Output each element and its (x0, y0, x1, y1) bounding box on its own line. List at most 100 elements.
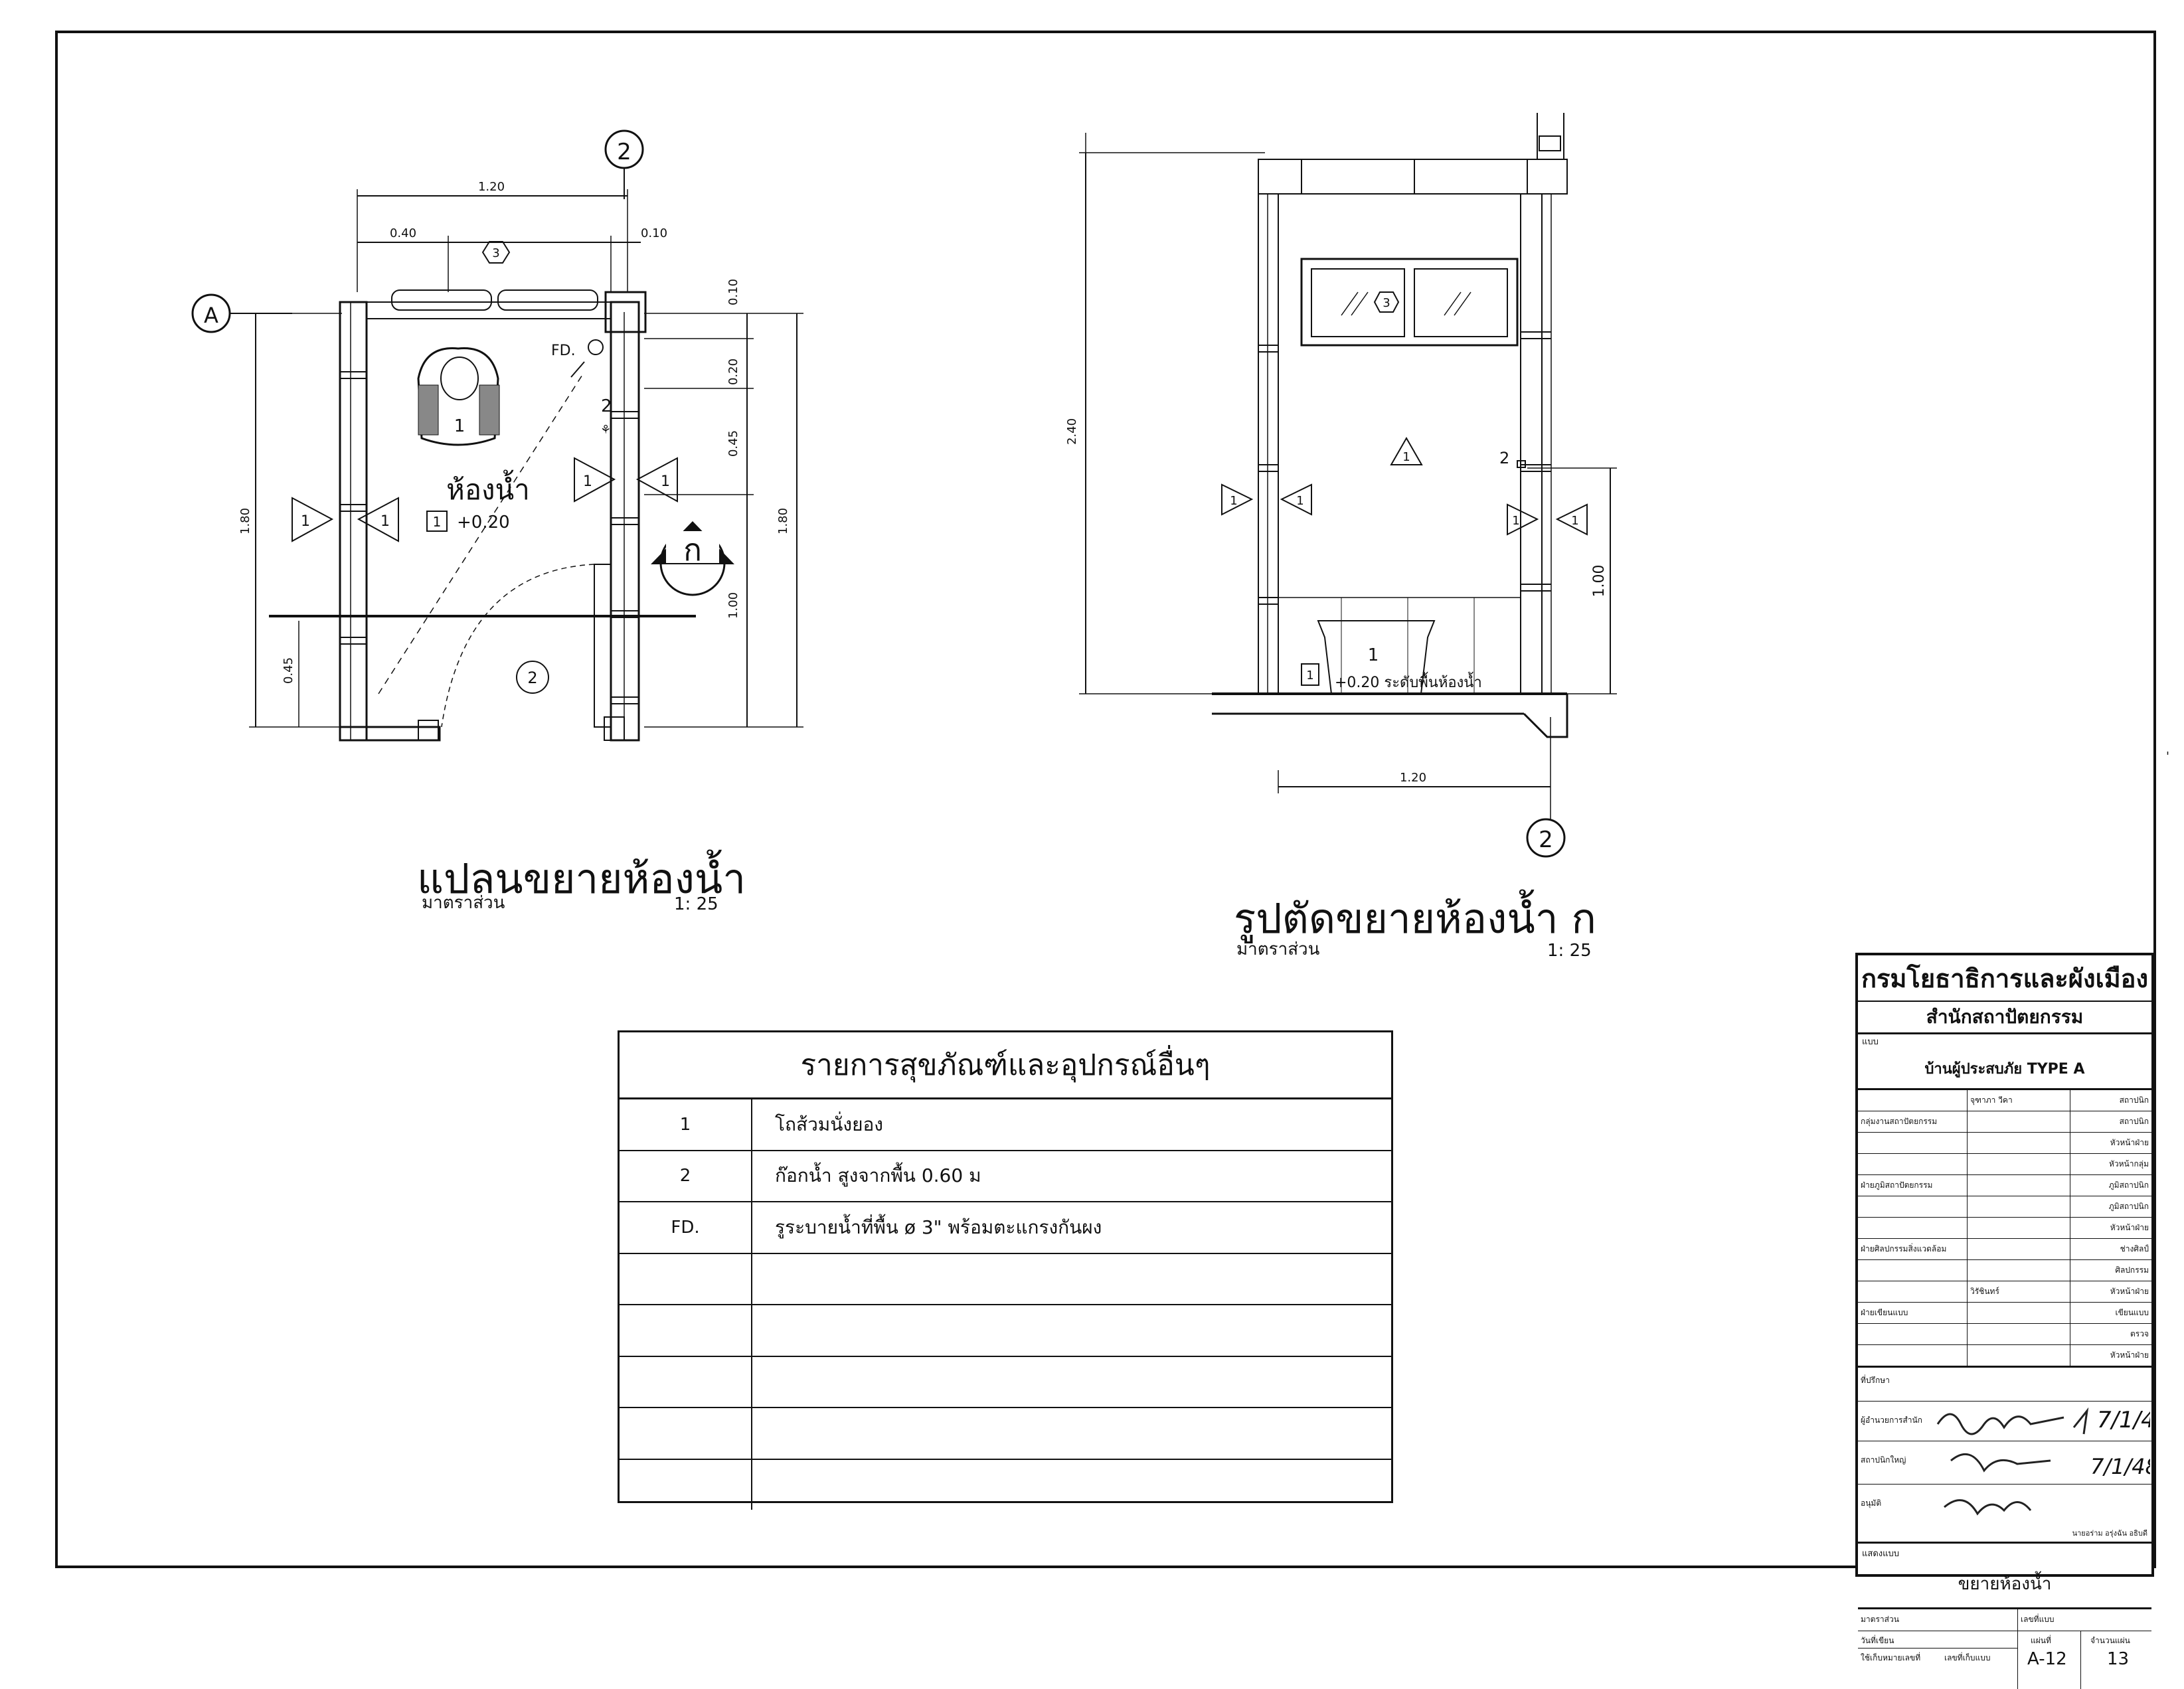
floor-drain-label: FD. (551, 343, 576, 359)
table-row (620, 1459, 1391, 1510)
table-cell-desc (752, 1254, 1391, 1305)
table-row (620, 1305, 1391, 1357)
plan-wall-top (366, 301, 612, 319)
table-cell-desc: รูระบายน้ำที่พื้น ø 3" พร้อมตะแกรงกันผง (775, 1216, 1102, 1238)
plan-column (604, 291, 647, 333)
title-block-team: จุฑาภา วีคาสถาปนิก กลุ่มงานสถาปัตยกรรมสถ… (1858, 1090, 2151, 1368)
section-finish-tag (1301, 663, 1319, 686)
sheet-number: A-12 (2027, 1649, 2067, 1669)
plan-title: แปลนขยายห้องน้ำ (417, 849, 746, 903)
room-name: ห้องน้ำ (446, 469, 530, 506)
section-wall-right (1520, 193, 1543, 694)
table-cell-desc: ก๊อกน้ำ สูงจากพื้น 0.60 ม (775, 1165, 981, 1187)
team-row: กลุ่มงานสถาปัตยกรรมสถาปนิก (1858, 1111, 2151, 1133)
svg-text:1: 1 (1230, 494, 1237, 508)
title-block-signatures: ที่ปรึกษา ผู้อำนวยการสำนัก สถาปนิกใหญ่ อ… (1858, 1368, 2151, 1544)
svg-text:2: 2 (527, 669, 537, 687)
svg-text:1: 1 (301, 513, 310, 530)
plan-door-swing (441, 564, 595, 728)
team-row: ฝ่ายภูมิสถาปัตยกรรมภูมิสถาปนิก (1858, 1175, 2151, 1196)
table-cell-desc (752, 1357, 1391, 1408)
fixtures-table: รายการสุขภัณฑ์และอุปกรณ์อื่นๆ 1 โถส้วมนั… (618, 1030, 1393, 1510)
dim-section-height: 2.40 (1065, 418, 1079, 445)
table-cell-code (620, 1253, 752, 1304)
plan-door (594, 564, 612, 728)
section-faucet-label: 2 (1499, 449, 1509, 467)
svg-text:1: 1 (583, 473, 592, 490)
svg-text:1: 1 (454, 416, 465, 436)
svg-text:1: 1 (1368, 645, 1379, 665)
table-cell-code: 1 (620, 1099, 752, 1150)
svg-text:2: 2 (1539, 827, 1553, 853)
team-row: วิรัชินทร์หัวหน้าฝ่าย (1858, 1281, 2151, 1303)
team-row: จุฑาภา วีคาสถาปนิก (1858, 1090, 2151, 1111)
dim-section-width: 1.20 (1400, 771, 1426, 785)
title-block-office: สำนักสถาปัตยกรรม (1858, 1002, 2151, 1034)
grid-bubble-2-section (1526, 818, 1566, 858)
wall-finish-tags: 1 1 1 1 (292, 457, 678, 542)
grid-label-2-plan: 2 (617, 139, 631, 165)
svg-text:ก: ก (683, 532, 702, 568)
dim-plan-small: 0.45 (282, 657, 295, 684)
title-block-drawing-label: แบบ (1862, 1037, 1879, 1047)
drawing-sheet: 2 A 1.20 0.40 0.10 3 1.80 0.45 0.10 (55, 31, 2169, 1568)
section-wall-tag (1390, 436, 1423, 465)
dim-plan-left: 0.40 (390, 226, 416, 240)
table-cell-desc (752, 1460, 1391, 1510)
table-cell-desc (752, 1305, 1391, 1356)
svg-text:1: 1 (1296, 494, 1303, 508)
svg-text:1: 1 (380, 513, 390, 530)
svg-text:1: 1 (1571, 514, 1578, 528)
table-row (620, 1253, 1391, 1305)
dim-plan-r4: 1.00 (726, 592, 740, 619)
plan-scale: 1: 25 (674, 894, 718, 914)
team-row: หัวหน้าฝ่าย (1858, 1133, 2151, 1154)
table-cell-code (620, 1408, 752, 1459)
dim-plan-r1: 0.10 (726, 279, 740, 305)
faucet-label: 2 (601, 396, 612, 416)
title-block: กรมโยธาธิการและผังเมือง สำนักสถาปัตยกรรม… (1855, 953, 2154, 1689)
svg-text:1: 1 (661, 473, 670, 490)
svg-text:7/1/48: 7/1/48 (2090, 1454, 2150, 1479)
team-row: หัวหน้าฝ่าย (1858, 1345, 2151, 1366)
svg-text:⚘: ⚘ (600, 423, 611, 437)
door-tag (516, 661, 549, 694)
section-scale-label: มาตราส่วน (1236, 939, 1320, 959)
table-row (620, 1356, 1391, 1408)
svg-text:1: 1 (1402, 450, 1410, 464)
dim-plan-width: 1.20 (478, 180, 505, 194)
team-row: ภูมิสถาปนิก (1858, 1196, 2151, 1218)
table-row: 1 โถส้วมนั่งยอง (620, 1099, 1391, 1151)
section-title: รูปตัดขยายห้องน้ำ ก (1234, 889, 1596, 943)
title-block-footer: มาตราส่วน เลขที่แบบ วันที่เขียน ใช้เก็บห… (1858, 1609, 2151, 1689)
bathroom-section: 2.40 (1065, 113, 1617, 961)
plan-window-1 (391, 289, 492, 311)
dim-plan-right: 0.10 (641, 226, 667, 240)
team-row: หัวหน้ากลุ่ม (1858, 1154, 2151, 1175)
section-window (1300, 258, 1519, 347)
grid-label-a: A (204, 303, 218, 328)
dim-plan-height-left: 1.80 (238, 508, 252, 534)
table-cell-code (620, 1459, 752, 1510)
bathroom-plan: 2 A 1.20 0.40 0.10 3 1.80 0.45 0.10 (191, 129, 803, 914)
table-cell-code: 2 (620, 1151, 752, 1201)
squat-toilet: 1 (417, 347, 500, 446)
table-row (620, 1408, 1391, 1460)
table-cell-code (620, 1305, 752, 1356)
team-row: ตรวจ (1858, 1324, 2151, 1345)
window-tag-section (1373, 291, 1400, 313)
fixtures-table-title: รายการสุขภัณฑ์และอุปกรณ์อื่นๆ (620, 1032, 1391, 1099)
svg-text:1: 1 (433, 514, 442, 530)
section-level-text: +0.20 ระดับพื้นห้องน้ำ (1335, 672, 1482, 691)
dim-plan-r3: 0.45 (726, 430, 740, 457)
handwritten-signatures: 7/1/48 7/1/48 (1936, 1407, 2150, 1516)
table-cell-desc (752, 1408, 1391, 1459)
section-wall-left (1258, 193, 1279, 694)
table-cell-code: FD. (620, 1202, 752, 1253)
approver-name: นายอร่าม อรุ่งฉัน อธิบดี (2072, 1529, 2147, 1538)
svg-text:1: 1 (1512, 514, 1519, 528)
title-block-org: กรมโยธาธิการและผังเมือง (1858, 955, 2151, 1002)
svg-text:3: 3 (492, 246, 499, 260)
table-row: 2 ก๊อกน้ำ สูงจากพื้น 0.60 ม (620, 1151, 1391, 1202)
floor-drain-symbol (588, 339, 604, 355)
